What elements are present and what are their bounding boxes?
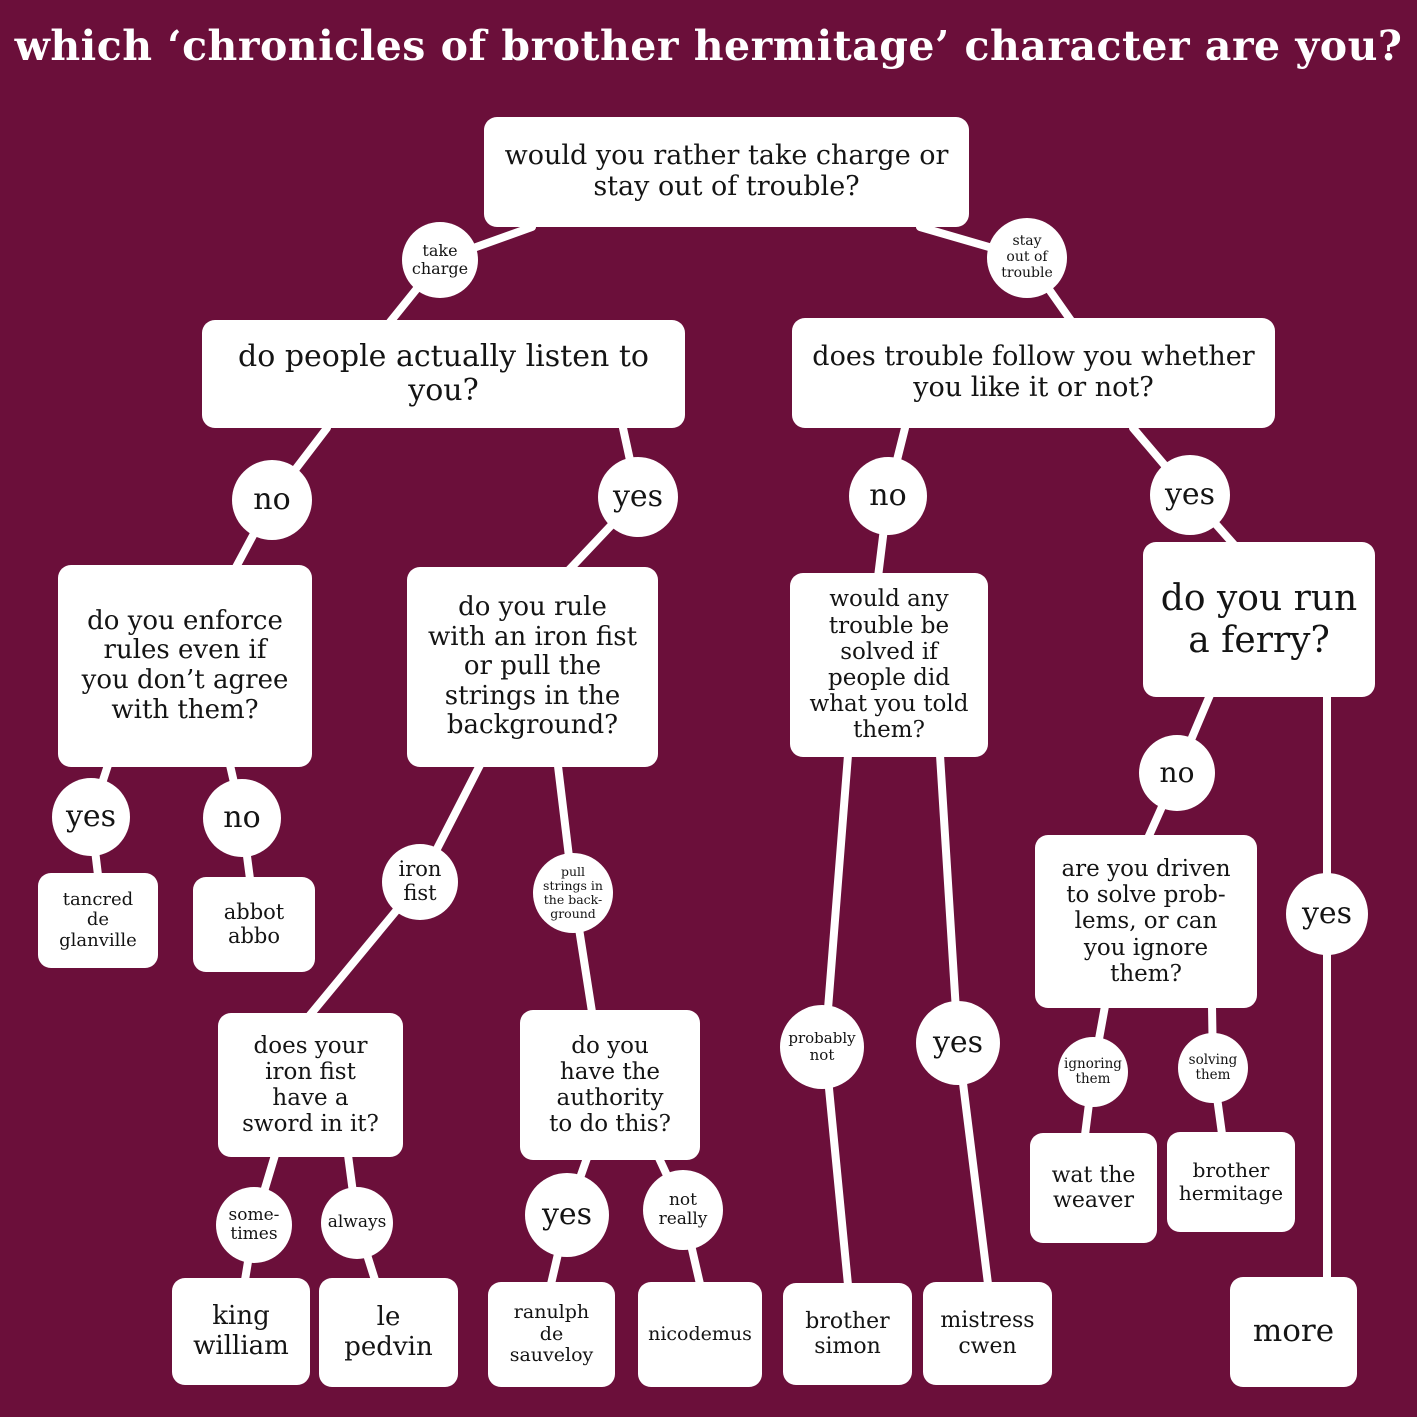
question-driven-to-solve: are you driven to solve prob- lems, or c… [1035, 835, 1257, 1008]
answer-ignoring-them: ignoring them [1058, 1037, 1128, 1107]
answer-enforce-no: no [203, 779, 281, 857]
answer-sometimes: some- times [216, 1187, 292, 1263]
answer-ferry-yes: yes [1286, 873, 1368, 955]
answer-ferry-no: no [1139, 735, 1215, 811]
question-enforce-rules: do you enforce rules even if you don’t a… [58, 565, 312, 767]
result-nicodemus: nicodemus [638, 1282, 762, 1387]
result-mistress-cwen: mistress cwen [923, 1282, 1052, 1385]
result-brother-simon: brother simon [783, 1283, 912, 1385]
answer-trouble-no: no [849, 457, 927, 535]
result-brother-hermitage: brother hermitage [1167, 1132, 1295, 1232]
question-run-a-ferry: do you run a ferry? [1143, 542, 1375, 697]
answer-pull-strings: pull strings in the back- ground [533, 853, 613, 933]
question-sword-in-fist: does your iron fist have a sword in it? [218, 1013, 403, 1157]
answer-trouble-yes: yes [1150, 455, 1230, 535]
answer-iron-fist: iron fist [382, 844, 458, 920]
answer-take-charge: take charge [402, 222, 478, 298]
result-king-william: king william [172, 1278, 310, 1385]
answer-enforce-yes: yes [52, 778, 130, 856]
page-title: which ‘chronicles of brother hermitage’ … [14, 22, 1403, 70]
question-trouble: does trouble follow you whether you like… [792, 318, 1275, 428]
answer-always: always [321, 1187, 393, 1259]
question-authority: do you have the authority to do this? [520, 1010, 700, 1160]
result-ranulph-de-sauveloy: ranulph de sauveloy [488, 1282, 615, 1387]
result-tancred-de-glanville: tancred de glanville [38, 873, 158, 968]
result-wat-the-weaver: wat the weaver [1030, 1133, 1157, 1243]
answer-listen-yes: yes [598, 457, 678, 537]
question-root: would you rather take charge or stay out… [484, 117, 969, 227]
answer-would-any-yes: yes [916, 1001, 1000, 1085]
answer-listen-no: no [232, 460, 312, 540]
result-le-pedvin: le pedvin [319, 1278, 458, 1387]
answer-not-really: not really [643, 1170, 723, 1250]
answer-probably-not: probably not [780, 1005, 864, 1089]
answer-stay-out-of-trouble: stay out of trouble [987, 218, 1067, 298]
question-iron-fist-or-strings: do you rule with an iron fist or pull th… [407, 567, 658, 767]
result-more: more [1230, 1277, 1357, 1387]
answer-authority-yes: yes [525, 1173, 609, 1257]
result-abbot-abbo: abbot abbo [193, 877, 315, 972]
question-would-any-trouble: would any trouble be solved if people di… [790, 573, 988, 757]
question-listen: do people actually listen to you? [202, 320, 685, 428]
answer-solving-them: solving them [1178, 1033, 1248, 1103]
